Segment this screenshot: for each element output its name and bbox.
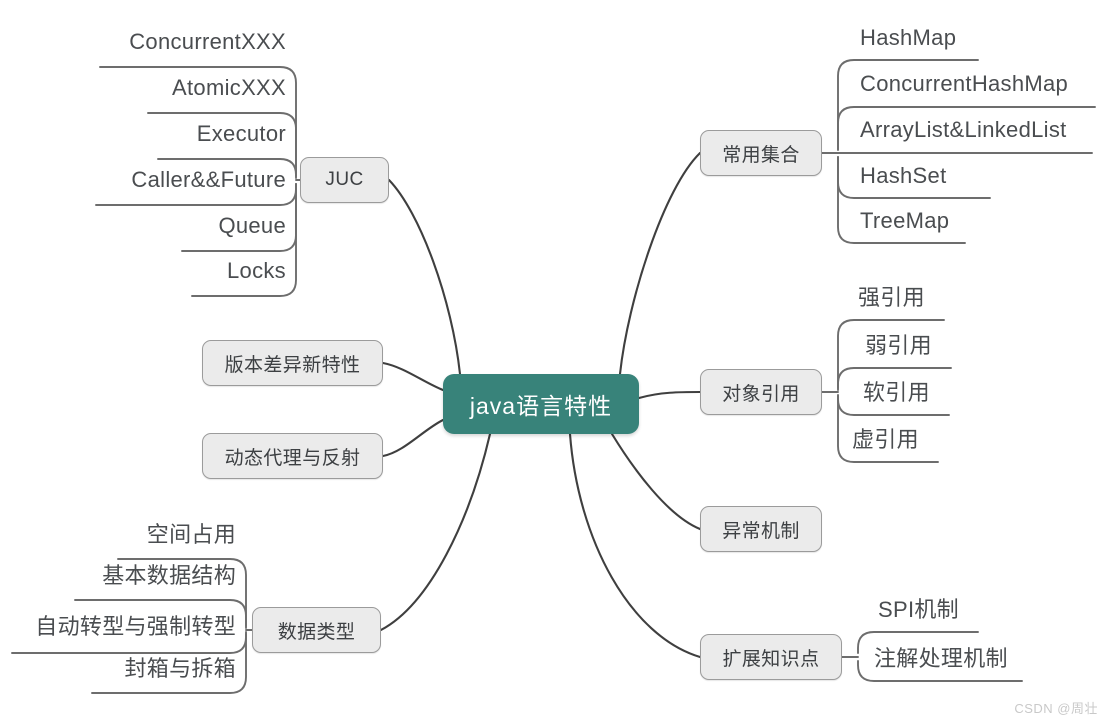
wire-center-version [381, 361, 445, 392]
leaf-datatypes-basic-structure[interactable]: 基本数据结构 [0, 565, 236, 587]
spine-dt-1 [117, 558, 247, 627]
spine-juc-2 [147, 112, 297, 177]
spine-col-2 [837, 106, 1096, 151]
leaf-label: AtomicXXX [172, 75, 286, 100]
leaf-extended-annotation[interactable]: 注解处理机制 [874, 648, 1008, 670]
leaf-collections-concurrenthashmap[interactable]: ConcurrentHashMap [860, 73, 1068, 95]
branch-label-exception: 异常机制 [722, 520, 800, 542]
leaf-label: 封箱与拆箱 [124, 656, 236, 681]
leaf-label: 软引用 [863, 380, 930, 405]
leaf-label: 注解处理机制 [874, 646, 1008, 671]
spine-col-1 [837, 59, 979, 150]
leaf-juc-queue[interactable]: Queue [36, 215, 286, 237]
wire-center-objref [637, 390, 702, 400]
spine-juc-3 [157, 158, 297, 179]
branch-node-data-types[interactable]: 数据类型 [252, 607, 381, 653]
branch-node-dynamic-proxy[interactable]: 动态代理与反射 [202, 433, 383, 479]
spine-dt-2 [74, 599, 247, 629]
branch-label-extended: 扩展知识点 [722, 648, 820, 670]
branch-node-extended[interactable]: 扩展知识点 [700, 634, 842, 680]
branch-node-exception[interactable]: 异常机制 [700, 506, 822, 552]
leaf-extended-spi[interactable]: SPI机制 [878, 599, 959, 621]
spine-juc-6 [191, 183, 297, 297]
branch-node-object-reference[interactable]: 对象引用 [700, 369, 822, 415]
branch-label-collections: 常用集合 [722, 144, 800, 166]
leaf-collections-arraylist-linkedlist[interactable]: ArrayList&LinkedList [860, 119, 1067, 141]
leaf-label: SPI机制 [878, 597, 959, 622]
spine-dt-4 [91, 633, 247, 694]
leaf-label: 强引用 [858, 285, 925, 310]
branch-label-data-types: 数据类型 [277, 621, 356, 643]
leaf-objref-soft[interactable]: 软引用 [863, 382, 930, 404]
leaf-label: Queue [218, 213, 286, 238]
spine-ref-2 [837, 367, 952, 391]
leaf-collections-hashmap[interactable]: HashMap [860, 27, 956, 49]
csdn-watermark: CSDN @周壮 [1014, 701, 1098, 716]
leaf-label: 弱引用 [865, 333, 932, 358]
branch-node-version-features[interactable]: 版本差异新特性 [202, 340, 383, 386]
leaf-collections-hashset[interactable]: HashSet [860, 165, 946, 187]
leaf-collections-treemap[interactable]: TreeMap [860, 210, 949, 232]
spine-ext-2 [857, 660, 1023, 682]
branch-node-juc[interactable]: JUC [300, 157, 389, 203]
wire-center-juc [387, 178, 462, 376]
leaf-juc-caller-future[interactable]: Caller&&Future [36, 169, 286, 191]
wire-center-collections [618, 151, 702, 376]
spine-juc-1 [99, 66, 297, 177]
center-node-label: java语言特性 [469, 393, 613, 419]
spine-col-5 [837, 156, 966, 244]
branch-label-juc: JUC [325, 169, 364, 190]
leaf-label: ConcurrentHashMap [860, 71, 1069, 96]
leaf-datatypes-boxing[interactable]: 封箱与拆箱 [0, 658, 236, 680]
wire-center-exception [610, 432, 702, 531]
leaf-juc-atomicxxx[interactable]: AtomicXXX [36, 77, 286, 99]
leaf-datatypes-space[interactable]: 空间占用 [0, 524, 236, 546]
leaf-label: Locks [227, 258, 286, 283]
branch-label-object-reference: 对象引用 [722, 383, 800, 405]
leaf-objref-weak[interactable]: 弱引用 [865, 335, 932, 357]
leaf-label: 空间占用 [146, 522, 236, 547]
leaf-juc-concurrentxxx[interactable]: ConcurrentXXX [36, 31, 286, 53]
leaf-label: 自动转型与强制转型 [35, 614, 236, 639]
leaf-label: Caller&&Future [131, 167, 286, 192]
leaf-juc-locks[interactable]: Locks [36, 260, 286, 282]
leaf-juc-executor[interactable]: Executor [36, 123, 286, 145]
leaf-label: HashMap [860, 25, 957, 50]
wire-center-datatypes [379, 432, 492, 632]
leaf-objref-phantom[interactable]: 虚引用 [852, 429, 919, 451]
spine-ref-4 [837, 395, 939, 463]
leaf-datatypes-casting[interactable]: 自动转型与强制转型 [0, 616, 236, 638]
center-node[interactable]: java语言特性 [443, 374, 639, 434]
branch-label-dynamic-proxy: 动态代理与反射 [224, 447, 361, 469]
leaf-label: 基本数据结构 [102, 563, 236, 588]
leaf-label: Executor [196, 121, 286, 146]
leaf-label: HashSet [860, 163, 947, 188]
leaf-label: TreeMap [860, 208, 950, 233]
leaf-objref-strong[interactable]: 强引用 [858, 287, 925, 309]
branch-node-collections[interactable]: 常用集合 [700, 130, 822, 176]
spine-ext-1 [857, 631, 979, 654]
leaf-label: 虚引用 [852, 427, 919, 452]
leaf-label: ArrayList&LinkedList [860, 117, 1067, 142]
wire-center-extended [568, 432, 702, 659]
wire-center-proxy [381, 418, 445, 458]
spine-ref-1 [837, 319, 945, 389]
branch-label-version-features: 版本差异新特性 [224, 354, 361, 376]
leaf-label: ConcurrentXXX [129, 29, 286, 54]
